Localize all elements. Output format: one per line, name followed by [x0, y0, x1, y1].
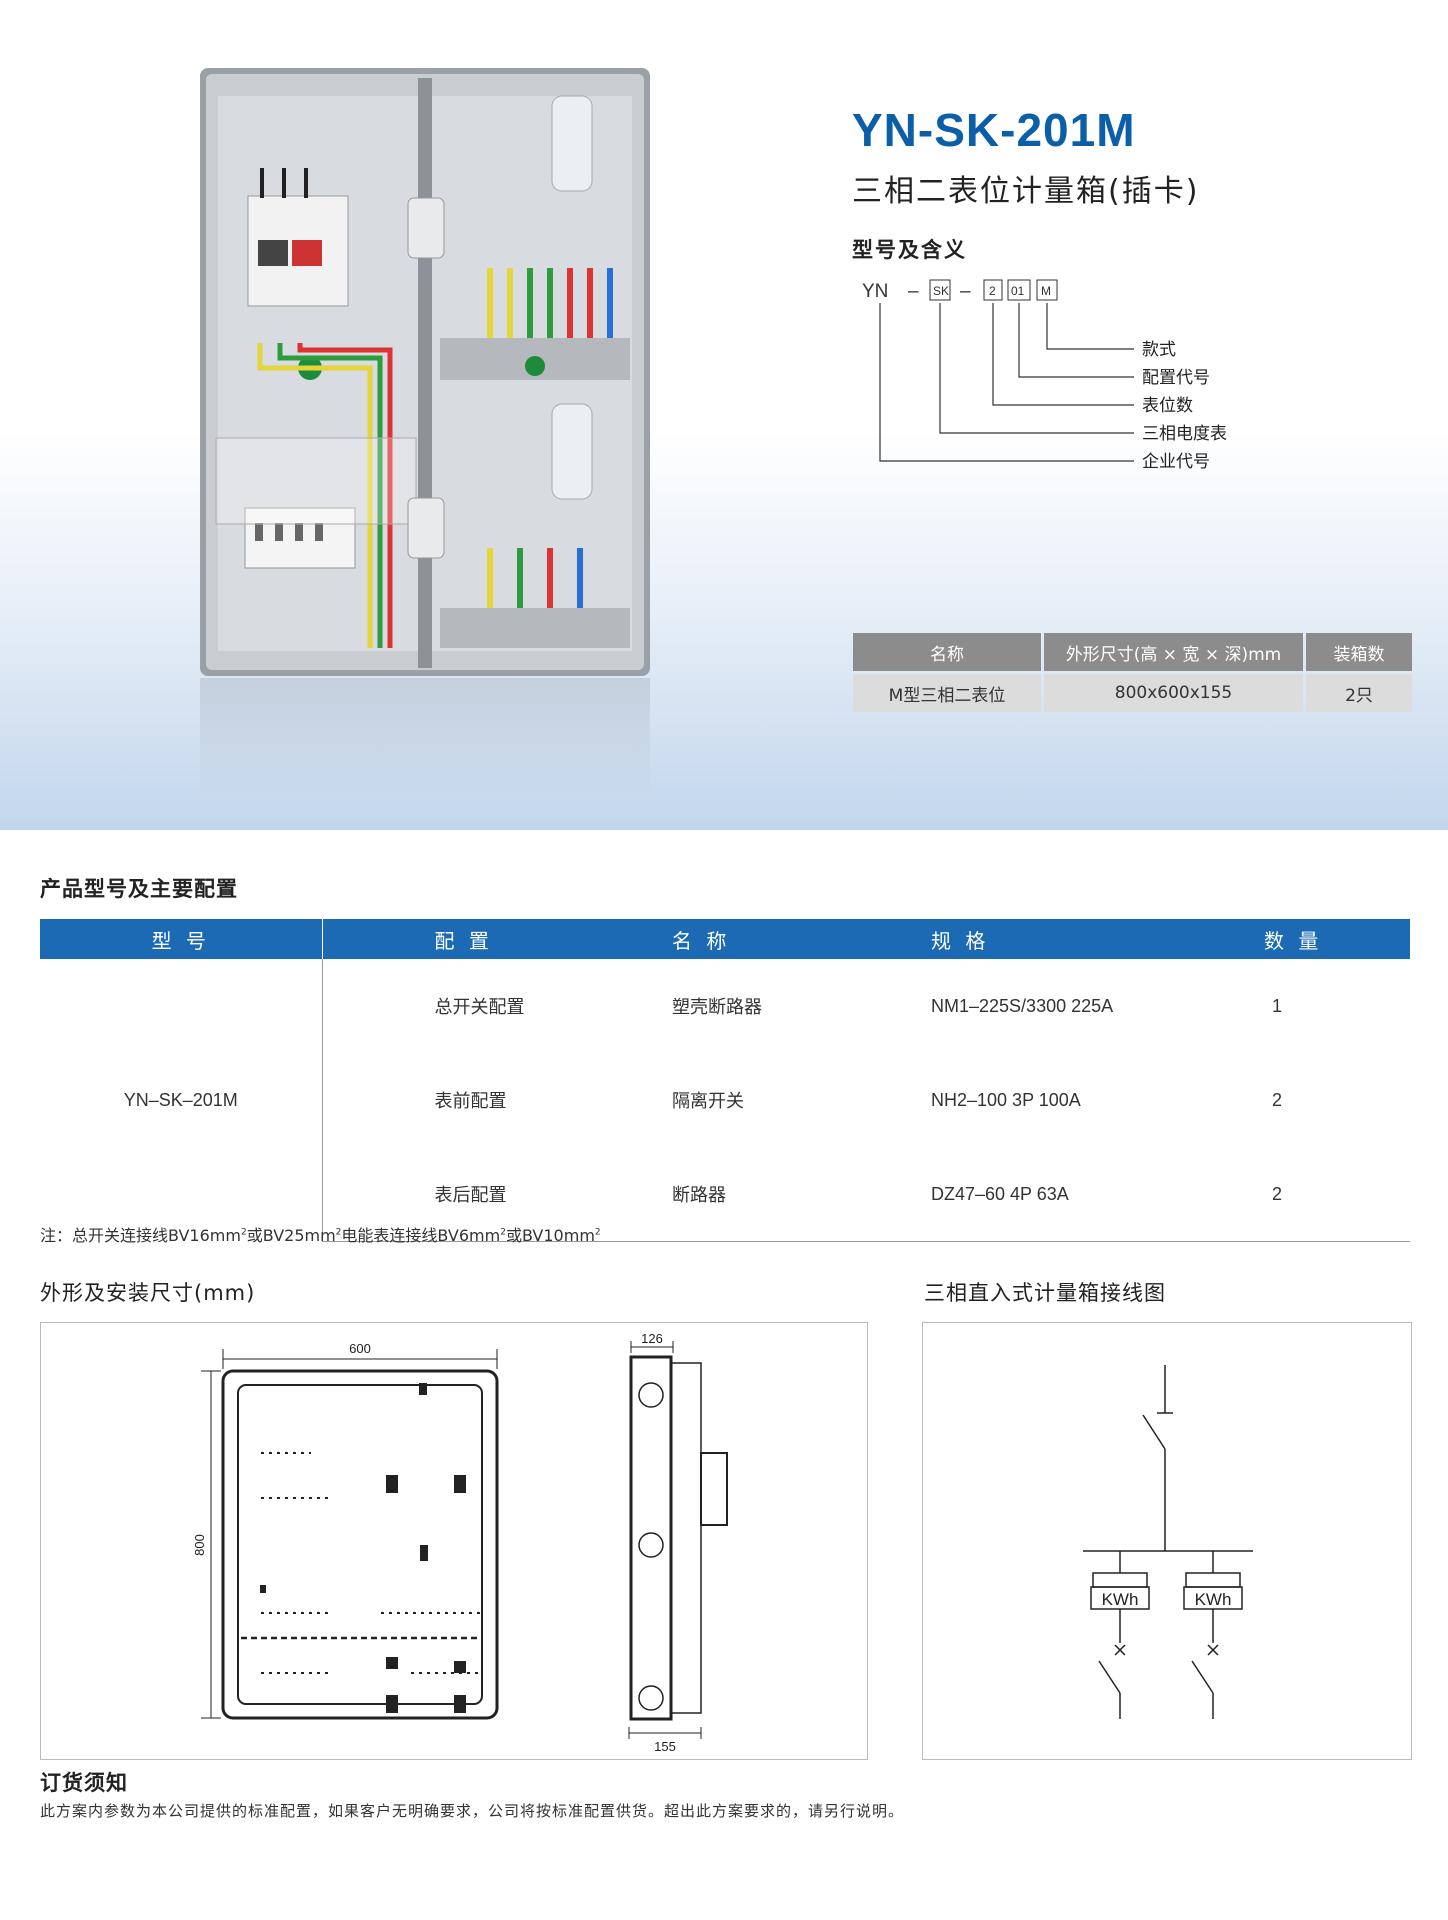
order-section-title: 订货须知: [40, 1771, 128, 1795]
depth-top-label: 126: [641, 1331, 663, 1346]
config-row-2-qty: 2: [1272, 1089, 1283, 1110]
hero-section: YN-SK-201M 三相二表位计量箱(插卡) 型号及含义 YN – SK – …: [0, 0, 1448, 830]
config-row-1-config: 总开关配置: [434, 997, 525, 1018]
spec-header-size: 外形尺寸(高 × 宽 × 深)mm: [1044, 633, 1303, 671]
config-row-3-name: 断路器: [558, 1147, 816, 1242]
config-row-1-qty: 1: [1272, 995, 1283, 1016]
width-dimension-label: 600: [349, 1341, 371, 1356]
config-row: YN–SK–201M 总开关配置 塑壳断路器 NM1–225S/3300 225…: [40, 959, 1410, 1242]
config-header-qty: 数 量: [1150, 919, 1410, 959]
label-meter-count: 表位数: [1142, 396, 1193, 416]
photo-reflection: [200, 678, 650, 798]
meter-label-1: KWh: [1102, 1590, 1139, 1609]
config-header-model: 型 号: [40, 919, 323, 959]
config-row: 表后配置 断路器 DZ47–60 4P 63A 2: [40, 1147, 1410, 1242]
spec-cell-qty: 2只: [1306, 674, 1412, 712]
config-row-1-name: 塑壳断路器: [672, 997, 762, 1018]
wiring-section-title: 三相直入式计量箱接线图: [924, 1281, 1166, 1305]
wiring-diagram: KWh KWh: [1083, 1365, 1253, 1719]
dimension-drawing-box: 600 800: [40, 1322, 868, 1760]
config-header-config: 配 置: [322, 919, 558, 959]
code-part-yn: YN: [862, 281, 888, 302]
code-part-sk: SK: [933, 284, 949, 298]
spec-header-qty: 装箱数: [1306, 633, 1412, 671]
config-row-3-spec: DZ47–60 4P 63A: [816, 1147, 1150, 1242]
label-three-phase-meter: 三相电度表: [1142, 424, 1227, 444]
config-model-cell: YN–SK–201M: [40, 959, 323, 1242]
depth-bottom-label: 155: [654, 1739, 676, 1754]
spec-cell-size: 800x600x155: [1044, 674, 1303, 712]
meter-label-2: KWh: [1195, 1590, 1232, 1609]
wiring-diagram-box: KWh KWh: [922, 1322, 1412, 1760]
dimension-drawing: 600 800: [192, 1331, 728, 1754]
config-row-3-config: 表后配置: [322, 1147, 558, 1242]
config-row-1-spec: NM1–225S/3300 225A: [931, 995, 1114, 1016]
wire-note: 注：总开关连接线BV16mm2或BV25mm2电能表连接线BV6mm2或BV10…: [40, 1226, 601, 1245]
config-header-name: 名 称: [558, 919, 816, 959]
config-row-2-name: 隔离开关: [672, 1091, 744, 1112]
config-row-3-qty: 2: [1150, 1147, 1410, 1242]
config-section-title: 产品型号及主要配置: [40, 877, 238, 901]
config-row-2-config: 表前配置: [434, 1091, 507, 1112]
code-part-m: M: [1041, 284, 1051, 298]
label-company-code: 企业代号: [1142, 452, 1210, 472]
model-meaning-title: 型号及含义: [852, 238, 967, 262]
config-table: 型 号 配 置 名 称 规 格 数 量 YN–SK–201M 总开关配置 塑壳断…: [40, 919, 1410, 1242]
config-header-spec: 规 格: [816, 919, 1150, 959]
order-text: 此方案内参数为本公司提供的标准配置，如果客户无明确要求，公司将按标准配置供货。超…: [40, 1802, 905, 1820]
label-style: 款式: [1142, 340, 1176, 360]
config-row: 表前配置 隔离开关 NH2–100 3P 100A 2: [40, 1053, 1410, 1147]
dimension-section-title: 外形及安装尺寸(mm): [40, 1281, 256, 1305]
config-row-2-spec: NH2–100 3P 100A: [931, 1089, 1081, 1110]
model-code-diagram: YN – SK – 2 01 M 款式 配置代号 表位数 三相电度表 企业代号: [862, 279, 1227, 472]
product-model-title: YN-SK-201M: [852, 104, 1136, 156]
product-subtitle: 三相二表位计量箱(插卡): [852, 174, 1200, 209]
code-dash-2: –: [960, 281, 971, 302]
height-dimension-label: 800: [192, 1534, 207, 1556]
code-part-01: 01: [1011, 284, 1025, 298]
code-part-2: 2: [989, 284, 996, 298]
spec-header-name: 名称: [853, 633, 1041, 671]
code-dash-1: –: [908, 281, 919, 302]
spec-table: 名称 外形尺寸(高 × 宽 × 深)mm 装箱数 M型三相二表位 800x600…: [850, 630, 1415, 715]
label-config-code: 配置代号: [1142, 368, 1210, 388]
spec-cell-name: M型三相二表位: [853, 674, 1041, 712]
meter-box-photo: [200, 68, 650, 676]
